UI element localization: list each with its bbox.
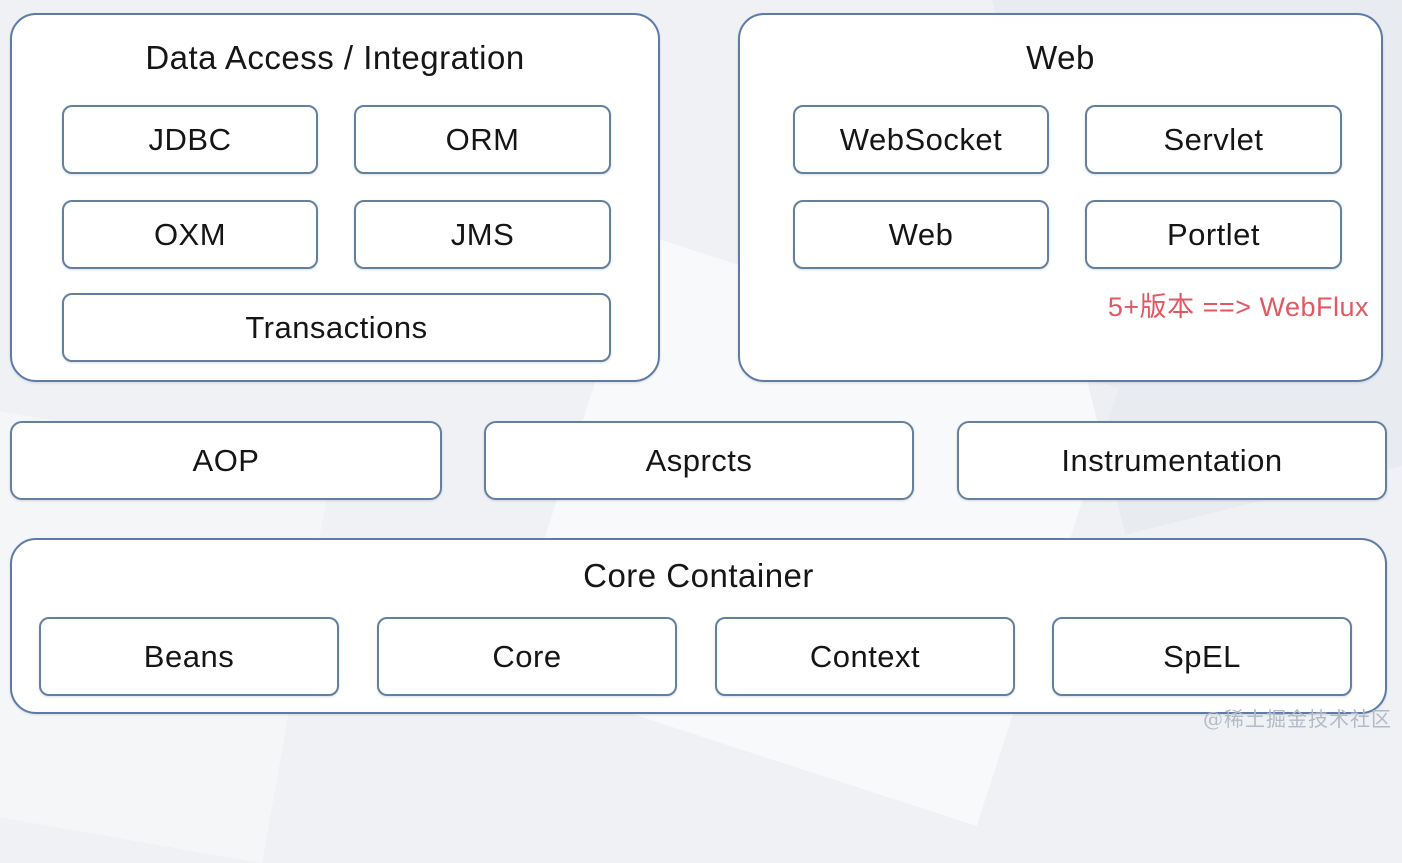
- module-box-servlet: Servlet: [1085, 105, 1342, 174]
- module-box-transactions: Transactions: [62, 293, 611, 362]
- module-box-beans: Beans: [39, 617, 339, 696]
- module-box-spel: SpEL: [1052, 617, 1352, 696]
- module-box-context: Context: [715, 617, 1015, 696]
- panel-data-access-integration: Data Access / Integration JDBC ORM OXM J…: [10, 13, 660, 382]
- module-box-jms: JMS: [354, 200, 611, 269]
- panel-title-data-access: Data Access / Integration: [145, 39, 525, 76]
- panel-title-web: Web: [1026, 39, 1095, 76]
- module-box-core: Core: [377, 617, 677, 696]
- module-box-portlet: Portlet: [1085, 200, 1342, 269]
- panel-title-core-container: Core Container: [583, 557, 814, 594]
- module-box-asprcts: Asprcts: [484, 421, 914, 500]
- module-box-jdbc: JDBC: [62, 105, 318, 174]
- juejin-watermark: @稀土掘金技术社区: [1203, 707, 1392, 731]
- panel-web: Web WebSocket Servlet Web Portlet 5+版本 =…: [738, 13, 1383, 382]
- module-box-websocket: WebSocket: [793, 105, 1049, 174]
- module-box-aop: AOP: [10, 421, 442, 500]
- module-box-instrumentation: Instrumentation: [957, 421, 1387, 500]
- module-box-oxm: OXM: [62, 200, 318, 269]
- module-box-web: Web: [793, 200, 1049, 269]
- spring-architecture-diagram: { "colors": { "panel_border": "#5c7ba6",…: [10, 13, 1392, 731]
- webflux-annotation: 5+版本 ==> WebFlux: [1107, 292, 1369, 322]
- module-box-orm: ORM: [354, 105, 611, 174]
- panel-core-container: Core Container Beans Core Context SpEL: [10, 538, 1387, 714]
